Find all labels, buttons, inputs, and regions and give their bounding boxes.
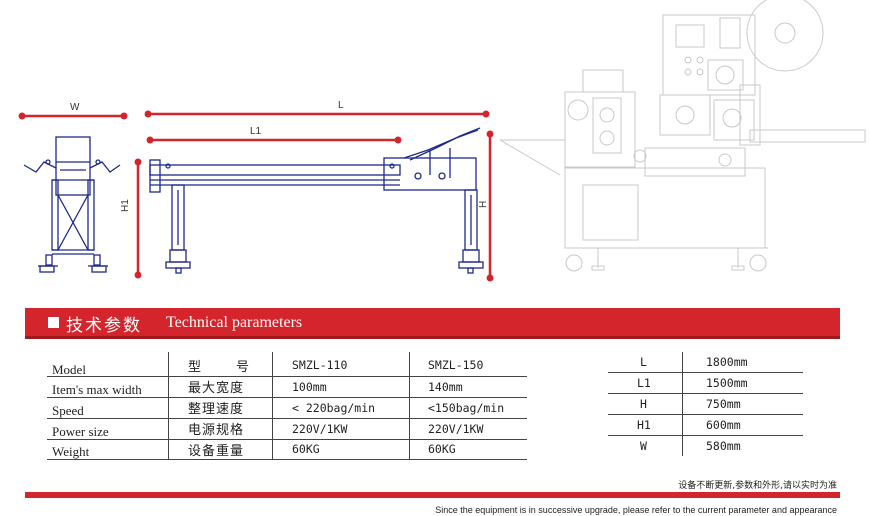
- dim-value: 580mm: [706, 439, 741, 453]
- dim-value: 600mm: [706, 418, 741, 432]
- dim-label-h1: H1: [120, 199, 131, 212]
- row-label-model: Model: [52, 362, 86, 377]
- cell-value: 100mm: [292, 380, 327, 394]
- section-title-cn: 技术参数: [66, 316, 142, 336]
- cell-value: 60KG: [292, 442, 320, 456]
- col-header-cn-2: 号: [236, 360, 251, 375]
- table-row-line: [47, 376, 527, 377]
- row-label-en: Item's max width: [52, 382, 142, 397]
- table-row-line: [47, 397, 527, 398]
- row-label-cn: 电源规格: [188, 423, 245, 438]
- front-view-drawing: [149, 127, 484, 274]
- row-label-cn: 设备重量: [188, 444, 245, 459]
- table-divider: [682, 352, 683, 456]
- col-header-cn-1: 型: [188, 360, 203, 375]
- dim-key: H: [640, 397, 647, 411]
- table-row-line: [608, 414, 803, 415]
- table-row-line: [608, 372, 803, 373]
- cell-value: 60KG: [428, 442, 456, 456]
- row-label-cn: 最大宽度: [188, 381, 245, 396]
- model-2-name: SMZL-150: [428, 358, 484, 372]
- update-note-cn: 设备不断更新,参数和外形,请以实时为准: [678, 481, 837, 491]
- background-machine-drawing: [499, 0, 866, 272]
- technical-drawing: W L L1 H1 H: [18, 0, 866, 282]
- dimension-lines: [18, 110, 494, 282]
- model-1-name: SMZL-110: [292, 358, 348, 372]
- cell-value: 220V/1KW: [292, 422, 348, 436]
- row-label-en: Speed: [52, 403, 84, 418]
- table-row-line: [47, 459, 527, 460]
- dim-key: L: [640, 355, 647, 369]
- dim-key: W: [640, 439, 647, 453]
- footer-bar: [25, 492, 840, 498]
- dim-label-l1: L1: [250, 126, 262, 137]
- dim-label-l: L: [338, 100, 344, 111]
- dim-value: 750mm: [706, 397, 741, 411]
- dim-key: H1: [637, 418, 651, 432]
- section-title-en: Technical parameters: [166, 314, 303, 331]
- table-row-line: [47, 418, 527, 419]
- row-label-en: Power size: [52, 424, 109, 439]
- dim-label-h: H: [478, 201, 489, 208]
- table-row-line: [608, 393, 803, 394]
- update-note-en: Since the equipment is in successive upg…: [435, 505, 837, 515]
- row-label-en: Weight: [52, 444, 90, 459]
- table-row-line: [608, 435, 803, 436]
- cell-value: <150bag/min: [428, 401, 505, 415]
- table-divider: [168, 352, 169, 460]
- section-banner: [25, 308, 840, 336]
- table-divider: [272, 352, 273, 460]
- dim-value: 1800mm: [706, 355, 748, 369]
- cell-value: < 220bag/min: [292, 401, 376, 415]
- table-divider: [409, 352, 410, 460]
- table-row-line: [47, 439, 527, 440]
- banner-shadow: [25, 336, 840, 339]
- dim-label-w: W: [70, 102, 80, 113]
- dim-key: L1: [637, 376, 651, 390]
- row-label-cn: 整理速度: [188, 402, 245, 417]
- cell-value: 140mm: [428, 380, 463, 394]
- cell-value: 220V/1KW: [428, 422, 484, 436]
- side-view-drawing: [23, 136, 121, 273]
- dim-value: 1500mm: [706, 376, 748, 390]
- square-bullet-icon: [48, 317, 59, 328]
